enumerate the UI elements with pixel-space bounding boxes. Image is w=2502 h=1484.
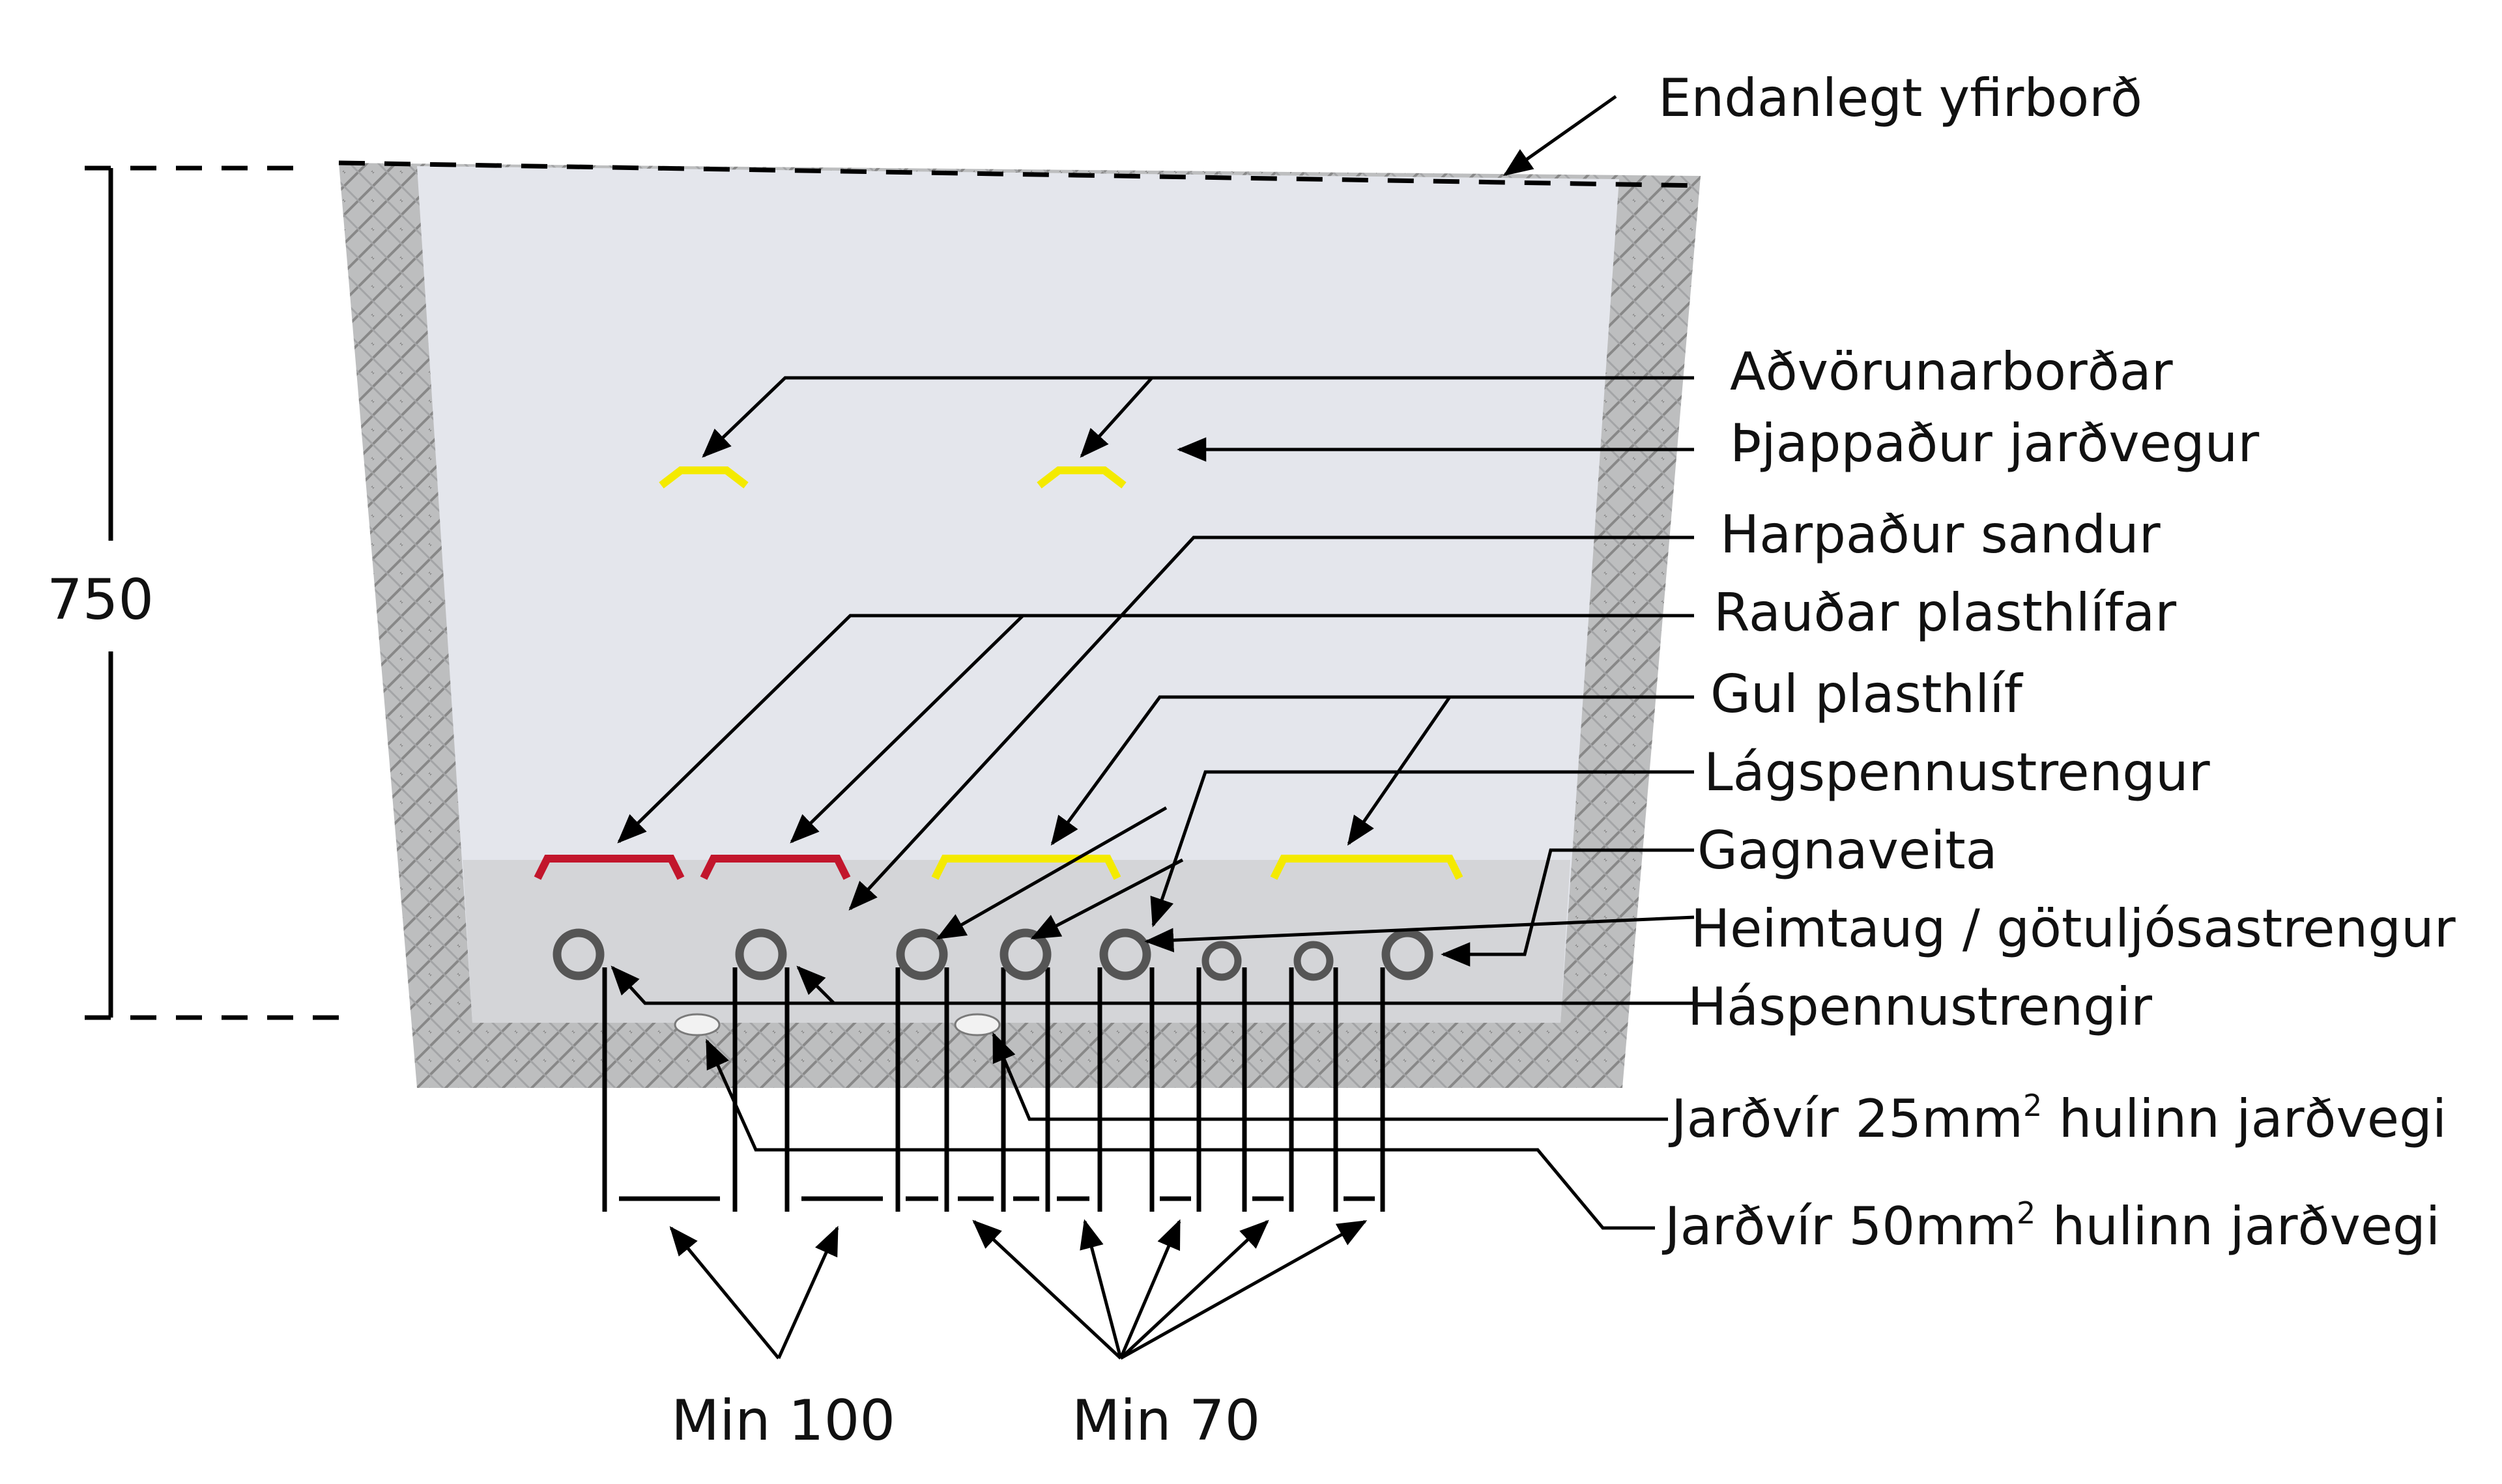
warning-tape: [1037, 466, 1127, 489]
earth-wire: [954, 1013, 1001, 1036]
compacted-soil-area: [417, 166, 1619, 1023]
label-data-network: Gagnaveita: [1697, 820, 1998, 881]
low-voltage-cable: [896, 928, 948, 980]
red-plastic-cover: [700, 855, 851, 880]
warning-tape: [659, 466, 749, 489]
high-voltage-cable: [735, 928, 787, 980]
label-earth-wire-50: Jarðvír 50mm2 hulinn jarðvegi: [1661, 1195, 2440, 1257]
low-voltage-cable: [1099, 928, 1151, 980]
label-compacted-soil: Þjappaður jarðvegur: [1730, 413, 2259, 474]
label-min-spacing-other: Min 70: [1072, 1388, 1260, 1453]
yellow-plastic-cover: [1270, 855, 1463, 880]
label-yellow-cover: Gul plasthlíf: [1710, 664, 2024, 724]
label-screened-sand: Harpaður sandur: [1720, 504, 2161, 565]
yellow-plastic-cover: [931, 855, 1121, 880]
data-network-cable: [1381, 928, 1433, 980]
label-low-voltage-cable: Lágspennustrengur: [1704, 742, 2210, 803]
service-cable: [1293, 941, 1334, 981]
label-high-voltage-cables: Háspennustrengir: [1688, 977, 2152, 1037]
leader-lines: [611, 94, 1695, 1360]
label-service-streetlight-cable: Heimtaug / götuljósastrengur: [1691, 898, 2456, 959]
earth-wire: [674, 1013, 721, 1036]
sand-bedding-area: [463, 860, 1570, 1023]
cable-drop-lines: [602, 967, 1385, 1212]
depth-label: 750: [47, 567, 154, 633]
high-voltage-cable: [553, 928, 605, 980]
label-warning-tapes: Aðvörunarborðar: [1730, 341, 2173, 402]
red-plastic-cover: [534, 855, 685, 880]
label-final-surface: Endanlegt yfirborð: [1658, 68, 2142, 128]
label-min-spacing-hv: Min 100: [671, 1388, 895, 1453]
cables: [553, 928, 1433, 981]
label-earth-wire-25: Jarðvír 25mm2 hulinn jarðvegi: [1668, 1088, 2447, 1149]
service-cable: [1201, 941, 1242, 981]
low-voltage-cable: [999, 928, 1052, 980]
label-red-covers: Rauðar plasthlífar: [1714, 582, 2176, 643]
